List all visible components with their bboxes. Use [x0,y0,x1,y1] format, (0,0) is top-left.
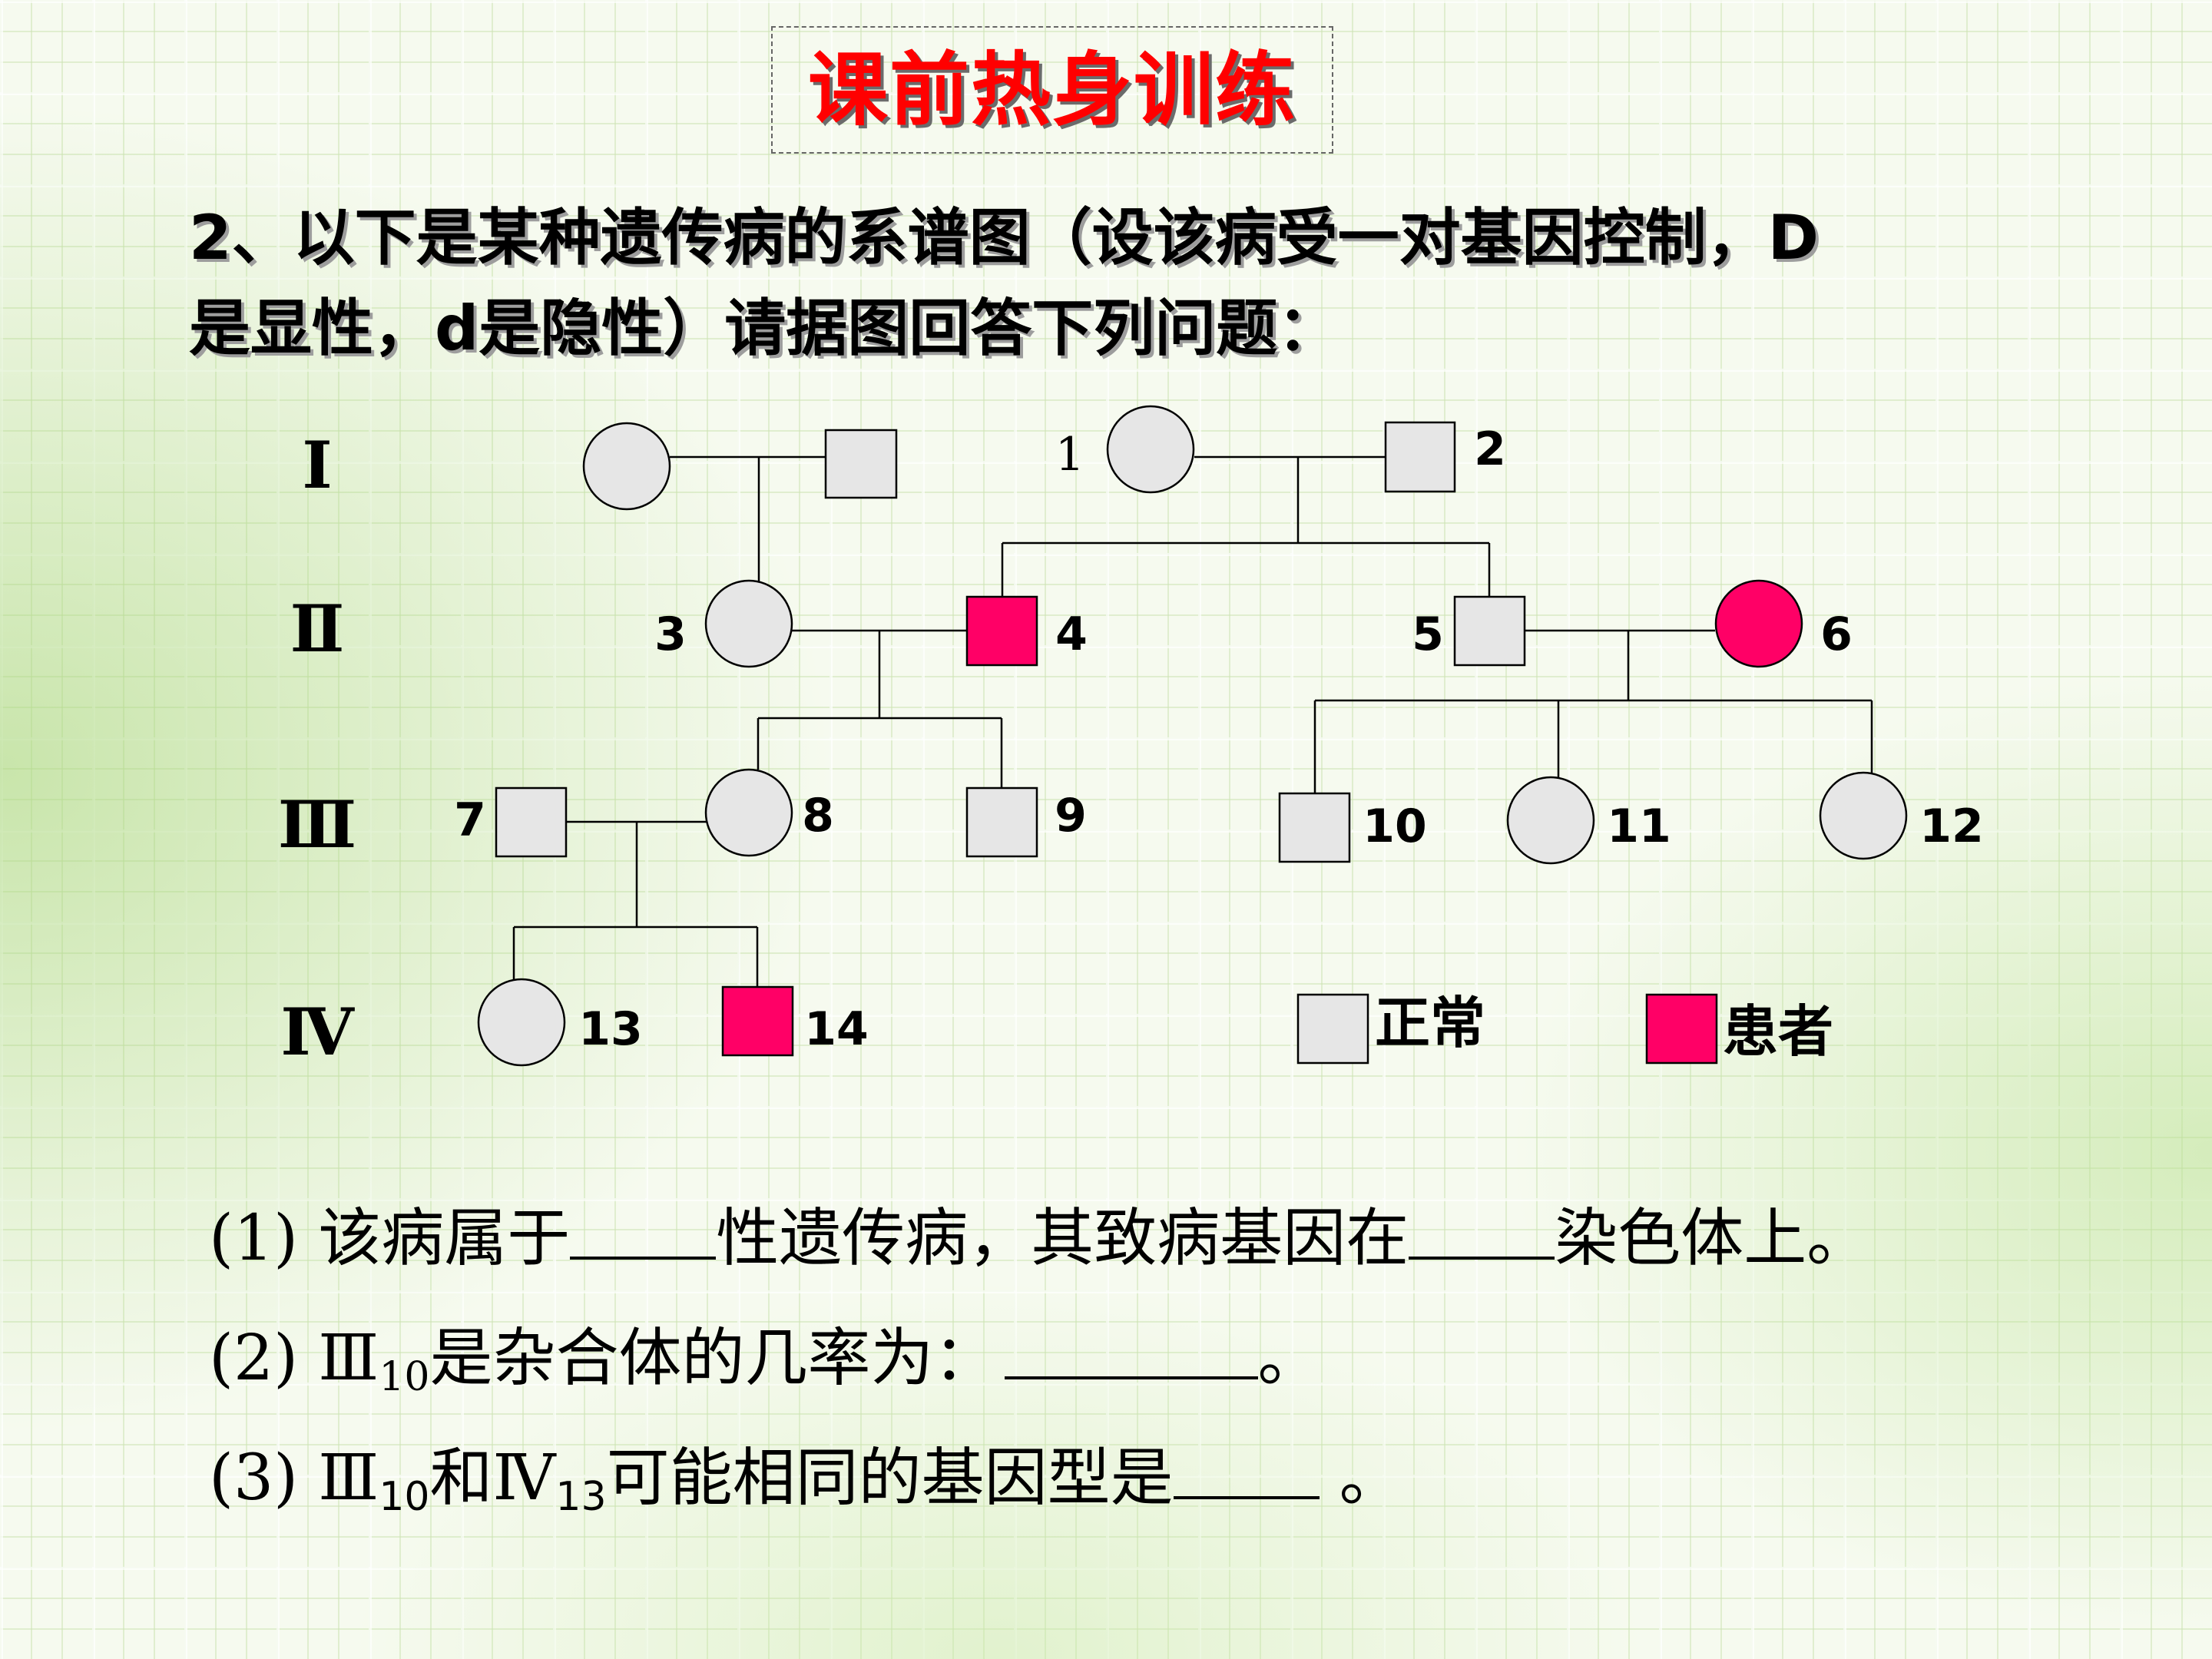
individual-3 [704,579,793,668]
slide-title: 课前热身训练 [807,43,1296,137]
individual-11 [1506,776,1595,865]
question-1-text-a: 该病属于 [318,1202,571,1275]
individual-label-6: 6 [1820,608,1853,661]
question-1: (1) 该病属于性遗传病，其致病基因在染色体上。 [209,1203,1869,1270]
individual-6 [1714,579,1803,668]
legend-normal-label: 正常 [1375,991,1485,1055]
individual-label-9: 9 [1055,789,1087,843]
question-1-text-c: 染色体上。 [1555,1202,1870,1275]
individual-label-1: 1 [1055,428,1084,482]
legend-affected-swatch [1645,993,1718,1065]
answer-blank-3[interactable] [1004,1323,1258,1379]
question-2: (2) Ⅲ10是杂合体的几率为： 。 [209,1322,1321,1400]
individual-1 [1106,405,1195,494]
individual-label-2: 2 [1474,422,1506,476]
question-3-and: 和 [429,1442,493,1515]
question-2-text-b: 。 [1257,1322,1321,1395]
individual-4 [965,595,1038,667]
individual-5 [1453,595,1526,667]
individual-10 [1278,792,1351,863]
intro-line-2: 是显性，d是隐性）请据图回答下列问题： [189,293,1339,364]
individual-7 [495,786,568,858]
individual-label-13: 13 [578,1002,643,1056]
individual-i-unlabeled-male [824,429,898,499]
question-2-text-a: 是杂合体的几率为： [429,1322,997,1395]
individual-label-12: 12 [1919,800,1984,853]
individual-14 [721,985,794,1057]
individual-label-7: 7 [454,793,486,847]
question-3-generation-b: Ⅳ [492,1442,556,1515]
pedigree-lines [512,455,1873,987]
individual-label-4: 4 [1055,608,1088,661]
individual-2 [1384,421,1456,493]
generation-label-1: Ⅰ [302,427,332,503]
individual-i-unlabeled-female [582,422,671,511]
individual-label-14: 14 [804,1002,869,1056]
question-3-subscript-b: 13 [555,1474,607,1520]
question-1-text-b: 性遗传病，其致病基因在 [716,1202,1409,1275]
answer-blank-1[interactable] [570,1203,717,1260]
question-3-number: (3) [209,1442,299,1515]
question-3-text-b: 。 [1319,1442,1402,1515]
generation-label-3: Ⅲ [278,786,356,863]
question-3: (3) Ⅲ10和Ⅳ13可能相同的基因型是 。 [209,1442,1402,1520]
question-2-generation: Ⅲ [318,1322,379,1395]
individual-9 [965,786,1038,858]
question-3-text-a: 可能相同的基因型是 [606,1442,1174,1515]
legend-affected-label: 患者 [1723,999,1833,1064]
question-1-number: (1) [209,1202,299,1275]
answer-blank-4[interactable] [1173,1442,1320,1499]
legend-normal-swatch [1296,993,1369,1065]
individual-label-5: 5 [1412,608,1444,661]
question-3-generation-a: Ⅲ [318,1442,379,1515]
generation-label-4: Ⅳ [280,994,355,1070]
intro-line-1: 2、以下是某种遗传病的系谱图（设该病受一对基因控制，D [189,202,1820,273]
question-2-subscript: 10 [379,1354,430,1400]
individual-label-8: 8 [802,789,834,843]
individual-label-11: 11 [1607,800,1671,853]
question-3-subscript-a: 10 [379,1474,430,1520]
question-2-number: (2) [209,1322,299,1395]
title-box: 课前热身训练 [771,26,1333,154]
individual-label-3: 3 [654,608,687,661]
individual-label-10: 10 [1363,800,1427,853]
answer-blank-2[interactable] [1409,1203,1555,1260]
individual-12 [1819,771,1908,860]
individual-8 [704,768,793,857]
generation-label-2: Ⅱ [290,591,345,667]
individual-13 [477,978,566,1067]
